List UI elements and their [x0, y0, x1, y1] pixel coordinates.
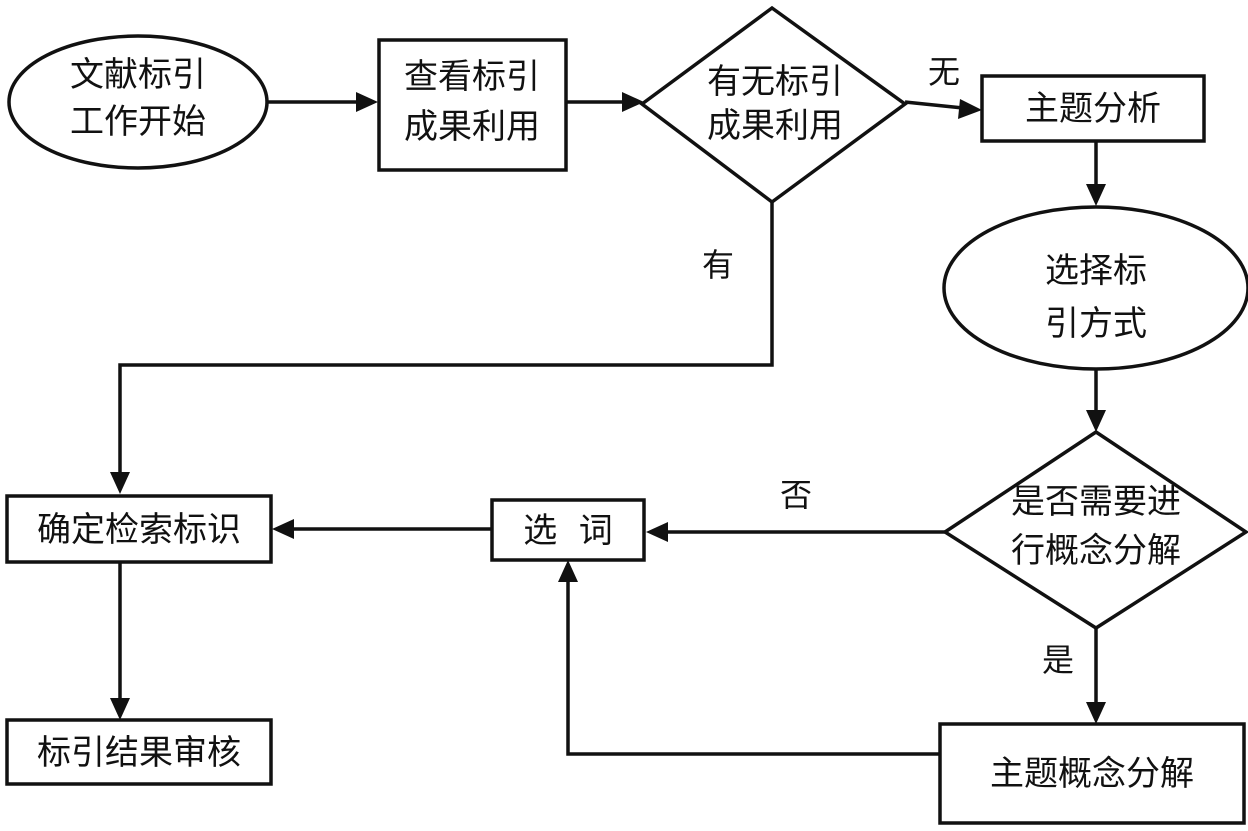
has-results-label-line2: 成果利用	[707, 106, 843, 146]
need-decompose-label-line2: 行概念分解	[1011, 531, 1181, 571]
arrowhead	[272, 519, 294, 539]
node-determine-ids: 确定检索标识	[5, 494, 273, 564]
node-need-decompose: 是否需要进 行概念分解	[941, 429, 1248, 631]
arrowhead	[1086, 410, 1106, 432]
edge-label-no: 否	[780, 476, 812, 514]
choose-method-label-line2: 引方式	[1045, 304, 1147, 344]
node-start: 文献标引 工作开始	[7, 34, 269, 170]
node-choose-method: 选择标 引方式	[942, 205, 1248, 371]
select-terms-label: 选 词	[523, 511, 613, 551]
determine-ids-box	[5, 494, 273, 564]
edge-decompose-to-select	[566, 578, 940, 756]
edge-label-yes: 是	[1042, 641, 1074, 679]
review-label: 标引结果审核	[37, 733, 241, 773]
arrowhead	[558, 560, 578, 582]
review-box	[5, 718, 273, 786]
arrowhead	[1086, 702, 1106, 724]
determine-ids-label: 确定检索标识	[37, 510, 241, 550]
node-select-terms: 选 词	[490, 498, 646, 562]
start-ellipse	[7, 34, 269, 170]
arrowhead	[110, 698, 130, 720]
start-label-line1: 文献标引	[70, 55, 206, 95]
check-results-label-line2: 成果利用	[404, 107, 540, 147]
select-terms-box	[490, 498, 646, 562]
arrowhead	[110, 472, 130, 494]
decompose-box	[938, 722, 1246, 825]
choose-method-label-line1: 选择标	[1045, 251, 1147, 291]
edge-label-none: 无	[928, 53, 960, 91]
arrowhead	[356, 92, 378, 112]
node-check-results: 查看标引 成果利用	[377, 38, 568, 172]
edge-label-has: 有	[702, 246, 734, 284]
node-subject-analysis: 主题分析	[980, 74, 1206, 143]
edge-decision-to-ids	[118, 202, 774, 476]
has-results-label-line1: 有无标引	[707, 62, 843, 102]
edge-decision-to-analysis	[904, 100, 964, 110]
decompose-label: 主题概念分解	[990, 754, 1194, 794]
arrowhead	[646, 522, 668, 542]
start-label-line2: 工作开始	[70, 102, 206, 142]
arrowhead	[622, 92, 644, 112]
subject-analysis-box	[980, 74, 1206, 143]
need-decompose-diamond	[941, 429, 1248, 631]
check-results-box	[377, 38, 568, 172]
node-has-results: 有无标引 成果利用	[639, 5, 908, 205]
need-decompose-label-line1: 是否需要进	[1011, 482, 1181, 522]
node-review: 标引结果审核	[5, 718, 273, 786]
choose-method-ellipse	[942, 205, 1248, 371]
arrowhead	[958, 99, 982, 119]
check-results-label-line1: 查看标引	[404, 57, 540, 97]
node-decompose: 主题概念分解	[938, 722, 1246, 825]
subject-analysis-label: 主题分析	[1025, 89, 1161, 129]
arrowhead	[1086, 184, 1106, 206]
has-results-diamond	[639, 5, 908, 205]
